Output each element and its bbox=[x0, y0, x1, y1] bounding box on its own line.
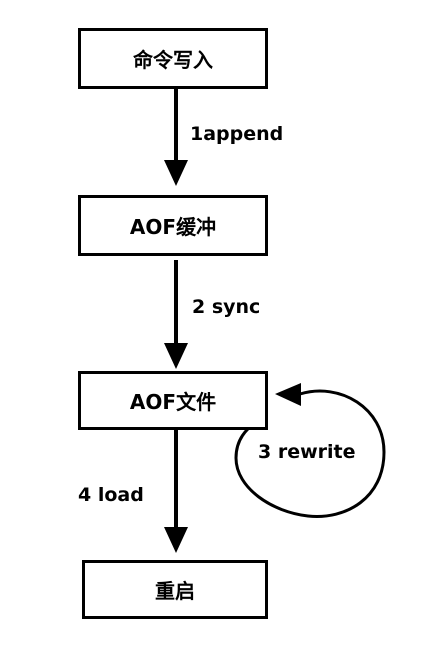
node-restart: 重启 bbox=[82, 560, 268, 619]
node-command-write-label: 命令写入 bbox=[133, 48, 213, 72]
edge-label-rewrite: 3 rewrite bbox=[258, 441, 356, 463]
node-command-write: 命令写入 bbox=[78, 28, 268, 89]
edge-label-append: 1append bbox=[190, 123, 284, 145]
edge-label-sync: 2 sync bbox=[192, 296, 261, 318]
node-restart-label: 重启 bbox=[155, 579, 195, 603]
node-aof-file-label: AOF文件 bbox=[129, 390, 217, 414]
edge-label-load: 4 load bbox=[78, 484, 144, 506]
arrow-sync bbox=[164, 260, 188, 369]
arrow-load bbox=[164, 430, 188, 553]
node-aof-buffer: AOF缓冲 bbox=[78, 195, 268, 256]
node-aof-file: AOF文件 bbox=[78, 371, 268, 430]
arrow-rewrite-loop bbox=[234, 383, 386, 518]
node-aof-buffer-label: AOF缓冲 bbox=[129, 215, 217, 239]
arrow-append bbox=[164, 89, 188, 186]
